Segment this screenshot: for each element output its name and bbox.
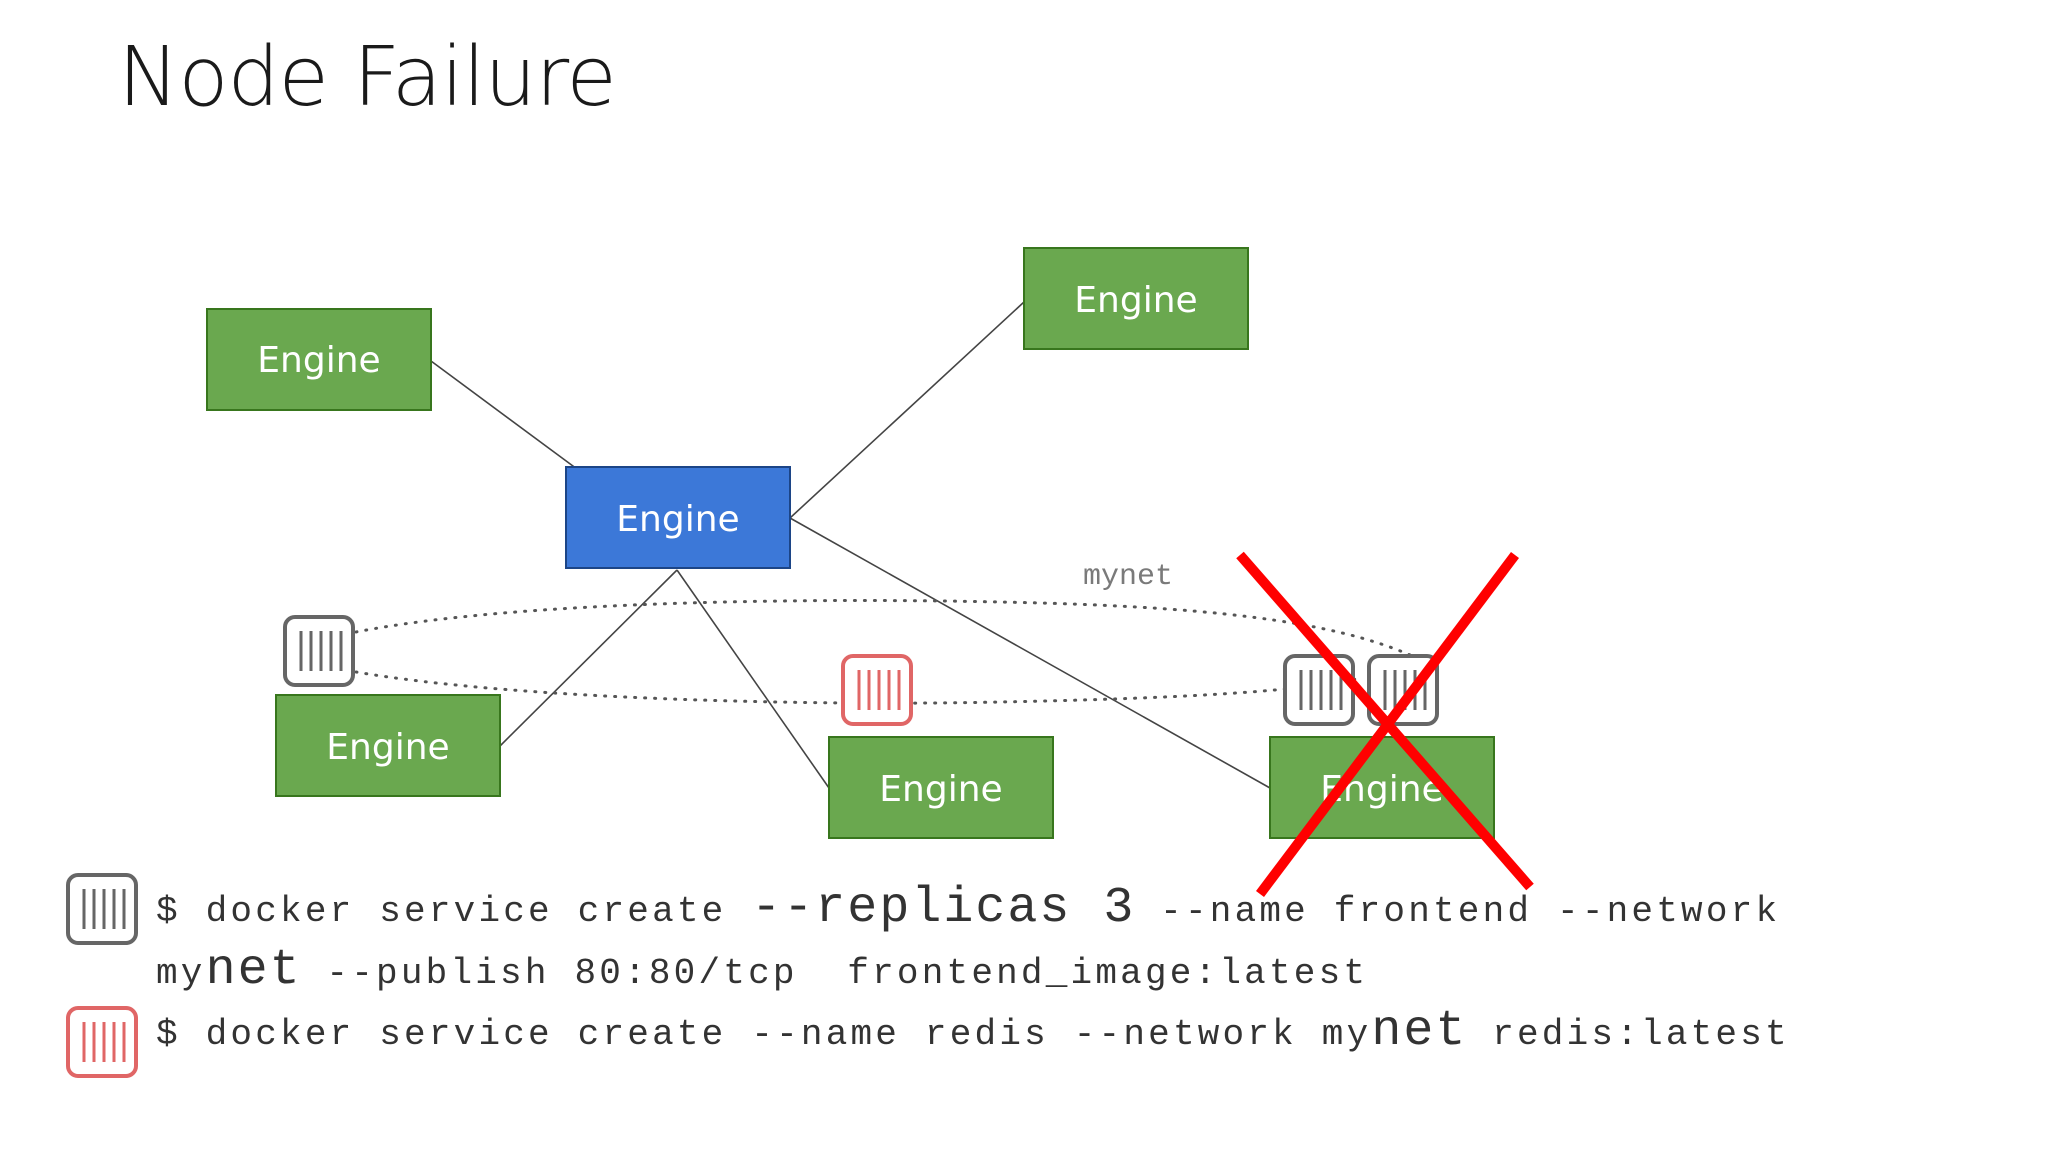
engine-label: Engine <box>1074 280 1197 321</box>
engine-node-bottom-right: Engine <box>1269 736 1495 839</box>
command-network-net: net <box>1371 1003 1468 1060</box>
command-prompt: $ docker service create --name redis --n… <box>156 1014 1372 1055</box>
network-path-lower <box>354 670 1362 705</box>
container-icon <box>283 615 355 687</box>
engine-node-bottom-middle: Engine <box>828 736 1054 839</box>
engine-label: Engine <box>616 499 739 540</box>
engine-label: Engine <box>257 340 380 381</box>
link-manager-bottom-middle <box>676 569 830 789</box>
engine-node-bottom-left: Engine <box>275 694 501 797</box>
container-icon <box>66 873 138 945</box>
engine-node-top-left: Engine <box>206 308 432 411</box>
network-path-upper <box>354 598 1412 657</box>
engine-node-manager: Engine <box>565 466 791 569</box>
command-name-part: --name frontend --network <box>1135 891 1781 932</box>
engine-label: Engine <box>326 727 449 768</box>
redis-command: $ docker service create --name redis --n… <box>156 1003 1790 1060</box>
command-prompt: $ docker service create <box>156 891 752 932</box>
command-network-prefix: my <box>156 953 206 994</box>
frontend-command-line-2: mynet --publish 80:80/tcp frontend_image… <box>156 942 1368 999</box>
container-icon <box>841 654 913 726</box>
engine-label: Engine <box>879 769 1002 810</box>
link-manager-top-right <box>789 301 1025 519</box>
link-manager-bottom-right <box>789 517 1271 789</box>
replicas-flag: --replicas 3 <box>751 880 1136 937</box>
engine-node-top-right: Engine <box>1023 247 1249 350</box>
network-label: mynet <box>1083 560 1173 594</box>
x-mark-icon <box>1236 551 1534 898</box>
container-icon <box>66 1006 138 1078</box>
frontend-command-line-1: $ docker service create --replicas 3 --n… <box>156 880 1780 937</box>
link-manager-bottom-left <box>499 569 678 747</box>
command-publish-part: --publish 80:80/tcp frontend_image:lates… <box>301 953 1369 994</box>
connections <box>430 301 1271 789</box>
link-manager-top-left <box>430 360 578 470</box>
command-rest: redis:latest <box>1467 1014 1790 1055</box>
slide-title: Node Failure <box>118 30 617 125</box>
command-network-net: net <box>205 942 302 999</box>
